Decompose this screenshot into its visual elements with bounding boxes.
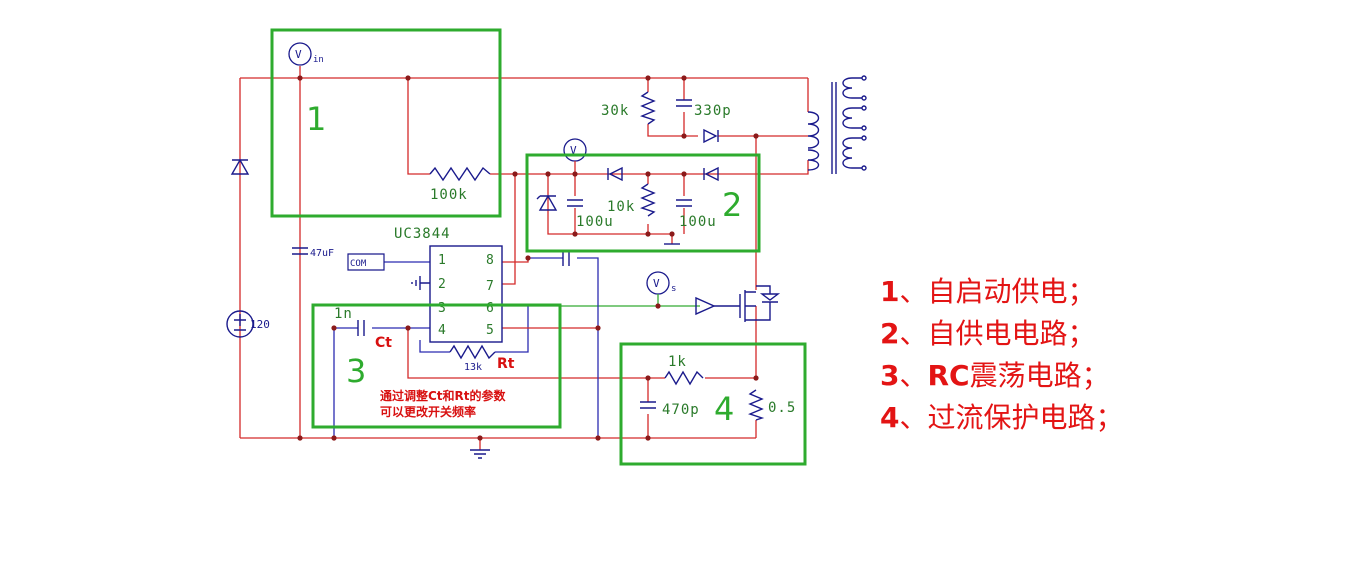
cap-330p: [676, 99, 692, 107]
legend-num-4: 4: [880, 401, 900, 434]
aux-ground-wire: [547, 174, 672, 235]
ic-pin-3: 3: [438, 301, 446, 316]
res-sense-value: 0.5: [768, 400, 796, 416]
legend-num-1: 1: [880, 275, 900, 308]
component-values: 120 47uF 100k 30k 330p 100u 10k 100u 1n …: [250, 103, 796, 419]
source-value: 120: [250, 318, 270, 331]
zener-diode: [536, 194, 558, 211]
legend-num-3: 3: [880, 359, 900, 392]
ic-uc3844: [429, 245, 503, 343]
legend-item-2: 2、自供电电路；: [880, 312, 1096, 352]
cap-comp: [562, 250, 570, 266]
res-30k: [640, 91, 656, 125]
snubber-wire-a: [647, 78, 698, 137]
freewheel-diode: [230, 158, 250, 175]
rt-wire: [419, 306, 529, 353]
cap-100u-a: [567, 199, 583, 207]
ic-pin-1: 1: [438, 253, 446, 268]
legend-item-4: 4、过流保护电路；: [880, 396, 1124, 436]
cap-100u-b: [676, 199, 692, 207]
legend-bold-3: RC: [927, 359, 970, 392]
rt-label: Rt: [497, 356, 515, 372]
comp-cap-wire: [528, 257, 599, 438]
wires: [239, 66, 809, 450]
junctions: [297, 75, 759, 441]
legend-text-3b: 震荡电路；: [969, 360, 1110, 391]
ic-pin-2: 2: [438, 277, 446, 292]
res-sense: [748, 389, 765, 421]
vin-meter-label: V: [295, 48, 302, 61]
gate-buffer: [695, 296, 716, 316]
region-box-3: [311, 303, 562, 429]
res-1k-value: 1k: [668, 354, 687, 370]
clamp-diode: [703, 128, 719, 144]
aux-diode-b: [703, 166, 719, 182]
ic-pin-8: 8: [486, 253, 494, 268]
vs-meter: V s: [646, 271, 676, 306]
ic-pin-7: 7: [486, 279, 494, 294]
vs-meter-label: V: [653, 277, 660, 290]
legend-text-3a: 、: [899, 360, 928, 391]
transformer: [807, 75, 867, 174]
res-start-value: 100k: [430, 187, 468, 203]
res-10k: [640, 183, 656, 217]
ic-pin-4: 4: [438, 323, 446, 338]
region-box-2: [525, 153, 761, 253]
components: [226, 75, 867, 459]
dc-source: [226, 310, 254, 338]
res-10k-value: 10k: [607, 199, 635, 215]
legend-item-1: 1、自启动供电；: [880, 270, 1096, 310]
pin2-ground: [411, 276, 430, 290]
note-line-2: 可以更改开关频率: [380, 404, 476, 419]
ic-pins: 1 2 3 4 5 6 7 8: [438, 253, 494, 338]
legend-text-4: 、过流保护电路；: [899, 402, 1124, 433]
note-line-1: 通过调整Ct和Rt的参数: [380, 388, 507, 403]
ic-name: UC3844: [394, 226, 451, 242]
region-box-1: [270, 28, 502, 218]
vin-meter: V in: [288, 42, 324, 66]
legend-item-3: 3、RC震荡电路；: [880, 354, 1110, 394]
ground-symbol: [470, 449, 490, 459]
aux-meter-label: V: [570, 144, 577, 157]
mosfet: [739, 285, 781, 322]
cap-100u-b-value: 100u: [679, 214, 717, 230]
region-number-2: 2: [722, 186, 742, 224]
region-boxes: 1 2 3 4: [270, 28, 807, 466]
vin-meter-sub: in: [313, 55, 324, 65]
cap-ct: [357, 320, 365, 336]
res-100k: [429, 166, 491, 182]
legend-num-2: 2: [880, 317, 900, 350]
res-rt: [449, 344, 496, 360]
legend-text-2: 、自供电电路；: [899, 318, 1096, 349]
ic-pin-6: 6: [486, 301, 494, 316]
res-13k-value: 13k: [464, 362, 482, 373]
cap-1n-value: 1n: [334, 306, 353, 322]
primary-wire: [755, 78, 809, 175]
region-number-1: 1: [306, 100, 326, 138]
res-1k: [664, 370, 704, 386]
aux-diode-a: [607, 166, 623, 182]
region-number-4: 4: [714, 390, 734, 428]
cap-100u-a-value: 100u: [576, 214, 614, 230]
startup-wire-a: [407, 78, 430, 175]
region-number-3: 3: [346, 352, 366, 390]
cap-330p-value: 330p: [694, 103, 732, 119]
cap-470p: [640, 401, 656, 409]
vcc-wire: [502, 174, 516, 285]
res-30k-value: 30k: [601, 103, 629, 119]
dc-source-symbol: [234, 314, 246, 331]
vs-meter-sub: s: [671, 284, 676, 294]
legend-text-1: 、自启动供电；: [899, 276, 1096, 307]
cs-return-wire: [407, 328, 648, 379]
region-box-4: [619, 342, 807, 466]
com-label: COM: [350, 259, 367, 269]
ic-pin-5: 5: [486, 323, 494, 338]
com-tag: [347, 253, 385, 271]
cap-main-value: 47uF: [310, 248, 334, 259]
ct-label: Ct: [375, 335, 392, 351]
cap-47uF: [292, 247, 308, 255]
cap-470p-value: 470p: [662, 402, 700, 418]
